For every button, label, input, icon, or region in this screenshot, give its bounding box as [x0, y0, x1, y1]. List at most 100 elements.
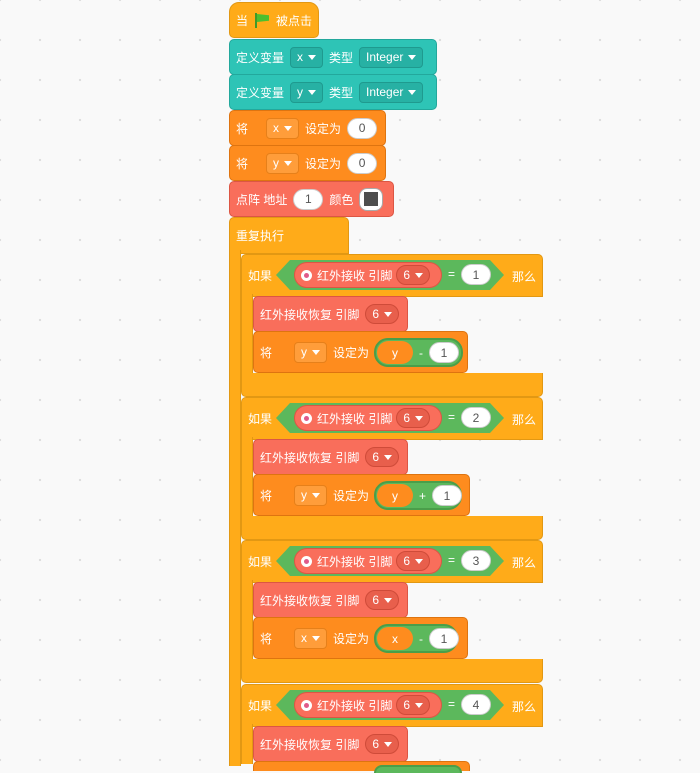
then-label: 那么: [512, 413, 537, 427]
then-label: 那么: [512, 700, 537, 714]
define-variable-block[interactable]: 定义变量 y 类型 Integer: [229, 74, 437, 110]
green-flag-icon: [254, 13, 270, 28]
value-input[interactable]: 0: [347, 152, 378, 174]
compare-value-input[interactable]: 4: [461, 694, 491, 715]
dropdown-arrow-icon: [384, 741, 393, 747]
set-variable-block[interactable]: 将 x 设定为 0: [229, 110, 386, 146]
if-label: 如果: [248, 412, 273, 426]
dropdown-arrow-icon: [408, 89, 417, 95]
dropdown-arrow-icon: [284, 160, 293, 166]
compare-value-input[interactable]: 1: [461, 264, 491, 285]
set-to-label: 设定为: [333, 345, 370, 360]
if-block-footer: [241, 659, 543, 683]
if-block-arm: [241, 294, 253, 374]
variable-reporter[interactable]: y: [377, 484, 413, 507]
when-label: 当: [236, 13, 249, 28]
dropdown-arrow-icon: [415, 702, 424, 708]
dot-matrix-block[interactable]: 点阵 地址 1 颜色: [229, 181, 394, 217]
dropdown-arrow-icon: [312, 349, 321, 355]
color-label: 颜色: [329, 192, 354, 207]
variable-dropdown[interactable]: y: [266, 152, 300, 174]
if-label: 如果: [248, 555, 273, 569]
then-label: 那么: [512, 556, 537, 570]
equals-sign: =: [448, 410, 456, 424]
define-variable-label: 定义变量: [236, 50, 285, 65]
operator-sign: -: [419, 631, 423, 646]
arithmetic-operator[interactable]: y +1: [374, 481, 463, 510]
ir-sensor-icon: [301, 412, 312, 424]
equals-sign: =: [448, 553, 456, 567]
dropdown-arrow-icon: [408, 54, 417, 60]
define-variable-block[interactable]: 定义变量 x 类型 Integer: [229, 39, 437, 75]
if-block-arm: [241, 580, 253, 660]
set-to-label: 设定为: [305, 121, 342, 136]
matrix-address-label: 点阵 地址: [236, 192, 288, 207]
set-prefix-label: 将: [236, 156, 249, 171]
dot-grid-icon: [364, 192, 379, 206]
when-flag-clicked-block[interactable]: 当 被点击: [229, 2, 319, 38]
pin-dropdown[interactable]: 6: [365, 734, 400, 754]
pin-dropdown[interactable]: 6: [396, 265, 431, 285]
dropdown-arrow-icon: [284, 125, 293, 131]
set-prefix-label: 将: [236, 121, 249, 136]
ir-resume-label: 红外接收恢复 引脚: [260, 307, 360, 322]
ir-receive-label: 红外接收 引脚: [317, 554, 393, 569]
dropdown-arrow-icon: [312, 635, 321, 641]
type-label: 类型: [329, 50, 354, 65]
equals-sign: =: [448, 697, 456, 711]
arithmetic-operator[interactable]: y-1: [374, 338, 463, 367]
set-prefix-label: 将: [260, 488, 273, 503]
operand-input[interactable]: 1: [432, 485, 463, 506]
pin-dropdown[interactable]: 6: [365, 447, 400, 467]
ir-sensor-icon: [301, 269, 312, 281]
pin-dropdown[interactable]: 6: [396, 408, 431, 428]
variable-dropdown[interactable]: y: [294, 341, 328, 363]
pin-dropdown[interactable]: 6: [365, 304, 400, 324]
ir-resume-block[interactable]: 红外接收恢复 引脚 6: [253, 296, 408, 332]
set-variable-block[interactable]: 将 y 设定为 0: [229, 145, 386, 181]
variable-dropdown[interactable]: x: [290, 46, 324, 68]
pin-dropdown[interactable]: 6: [365, 590, 400, 610]
compare-value-input[interactable]: 2: [461, 407, 491, 428]
set-prefix-label: 将: [260, 345, 273, 360]
ir-resume-label: 红外接收恢复 引脚: [260, 450, 360, 465]
type-label: 类型: [329, 85, 354, 100]
set-prefix-label: 将: [260, 631, 273, 646]
dropdown-arrow-icon: [312, 492, 321, 498]
type-dropdown[interactable]: Integer: [359, 81, 424, 103]
repeat-forever-header[interactable]: 重复执行: [229, 217, 349, 254]
pin-dropdown[interactable]: 6: [396, 551, 431, 571]
variable-reporter[interactable]: y: [377, 341, 413, 364]
arithmetic-operator[interactable]: [374, 765, 462, 773]
ir-receive-label: 红外接收 引脚: [317, 411, 393, 426]
dropdown-arrow-icon: [308, 54, 317, 60]
variable-reporter[interactable]: x: [377, 627, 413, 650]
set-to-label: 设定为: [333, 488, 370, 503]
arithmetic-operator[interactable]: x-1: [374, 624, 459, 653]
variable-dropdown[interactable]: x: [266, 117, 300, 139]
operator-sign: -: [419, 345, 423, 360]
value-input[interactable]: 0: [347, 117, 378, 139]
operand-input[interactable]: 1: [429, 628, 459, 649]
matrix-color-picker[interactable]: [359, 187, 384, 211]
if-label: 如果: [248, 269, 273, 283]
pin-dropdown[interactable]: 6: [396, 695, 431, 715]
clicked-label: 被点击: [276, 13, 313, 28]
equals-sign: =: [448, 267, 456, 281]
compare-value-input[interactable]: 3: [461, 550, 491, 571]
variable-dropdown[interactable]: x: [294, 627, 328, 649]
variable-dropdown[interactable]: y: [290, 81, 324, 103]
address-input[interactable]: 1: [293, 188, 324, 210]
operand-input[interactable]: 1: [429, 342, 459, 363]
variable-dropdown[interactable]: y: [294, 484, 328, 506]
ir-resume-block[interactable]: 红外接收恢复 引脚 6: [253, 439, 408, 475]
operator-sign: +: [419, 488, 427, 503]
if-label: 如果: [248, 699, 273, 713]
type-dropdown[interactable]: Integer: [359, 46, 424, 68]
